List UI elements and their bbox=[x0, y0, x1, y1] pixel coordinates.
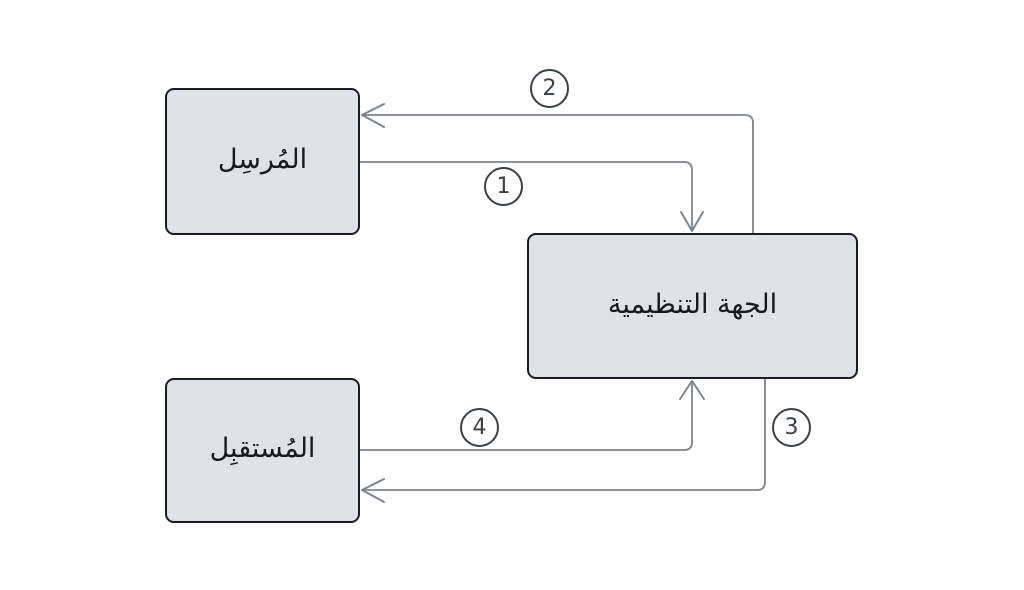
step-badge-3: 3 bbox=[772, 408, 811, 447]
arrow-2-line bbox=[363, 114, 754, 234]
node-regulator: الجهة التنظيمية bbox=[527, 233, 858, 379]
step-badge-4-number: 4 bbox=[472, 414, 487, 440]
node-receiver-label: المُستقبِل bbox=[209, 433, 316, 464]
step-badge-2: 2 bbox=[530, 69, 569, 108]
arrow-4-head bbox=[679, 380, 705, 400]
step-badge-4: 4 bbox=[460, 408, 499, 447]
step-badge-1: 1 bbox=[484, 167, 523, 206]
arrow-4-line bbox=[359, 382, 693, 451]
node-sender-label: المُرسِل bbox=[217, 144, 308, 175]
step-badge-1-number: 1 bbox=[496, 173, 511, 199]
arrow-2-head bbox=[361, 103, 385, 128]
arrow-1-head bbox=[680, 211, 704, 232]
arrow-1-line bbox=[359, 161, 693, 230]
node-receiver: المُستقبِل bbox=[165, 378, 360, 523]
step-badge-3-number: 3 bbox=[784, 414, 799, 440]
step-badge-2-number: 2 bbox=[542, 75, 557, 101]
node-sender: المُرسِل bbox=[165, 88, 360, 235]
arrow-3-head bbox=[361, 478, 385, 503]
node-regulator-label: الجهة التنظيمية bbox=[607, 288, 778, 320]
arrow-3-line bbox=[363, 378, 766, 491]
